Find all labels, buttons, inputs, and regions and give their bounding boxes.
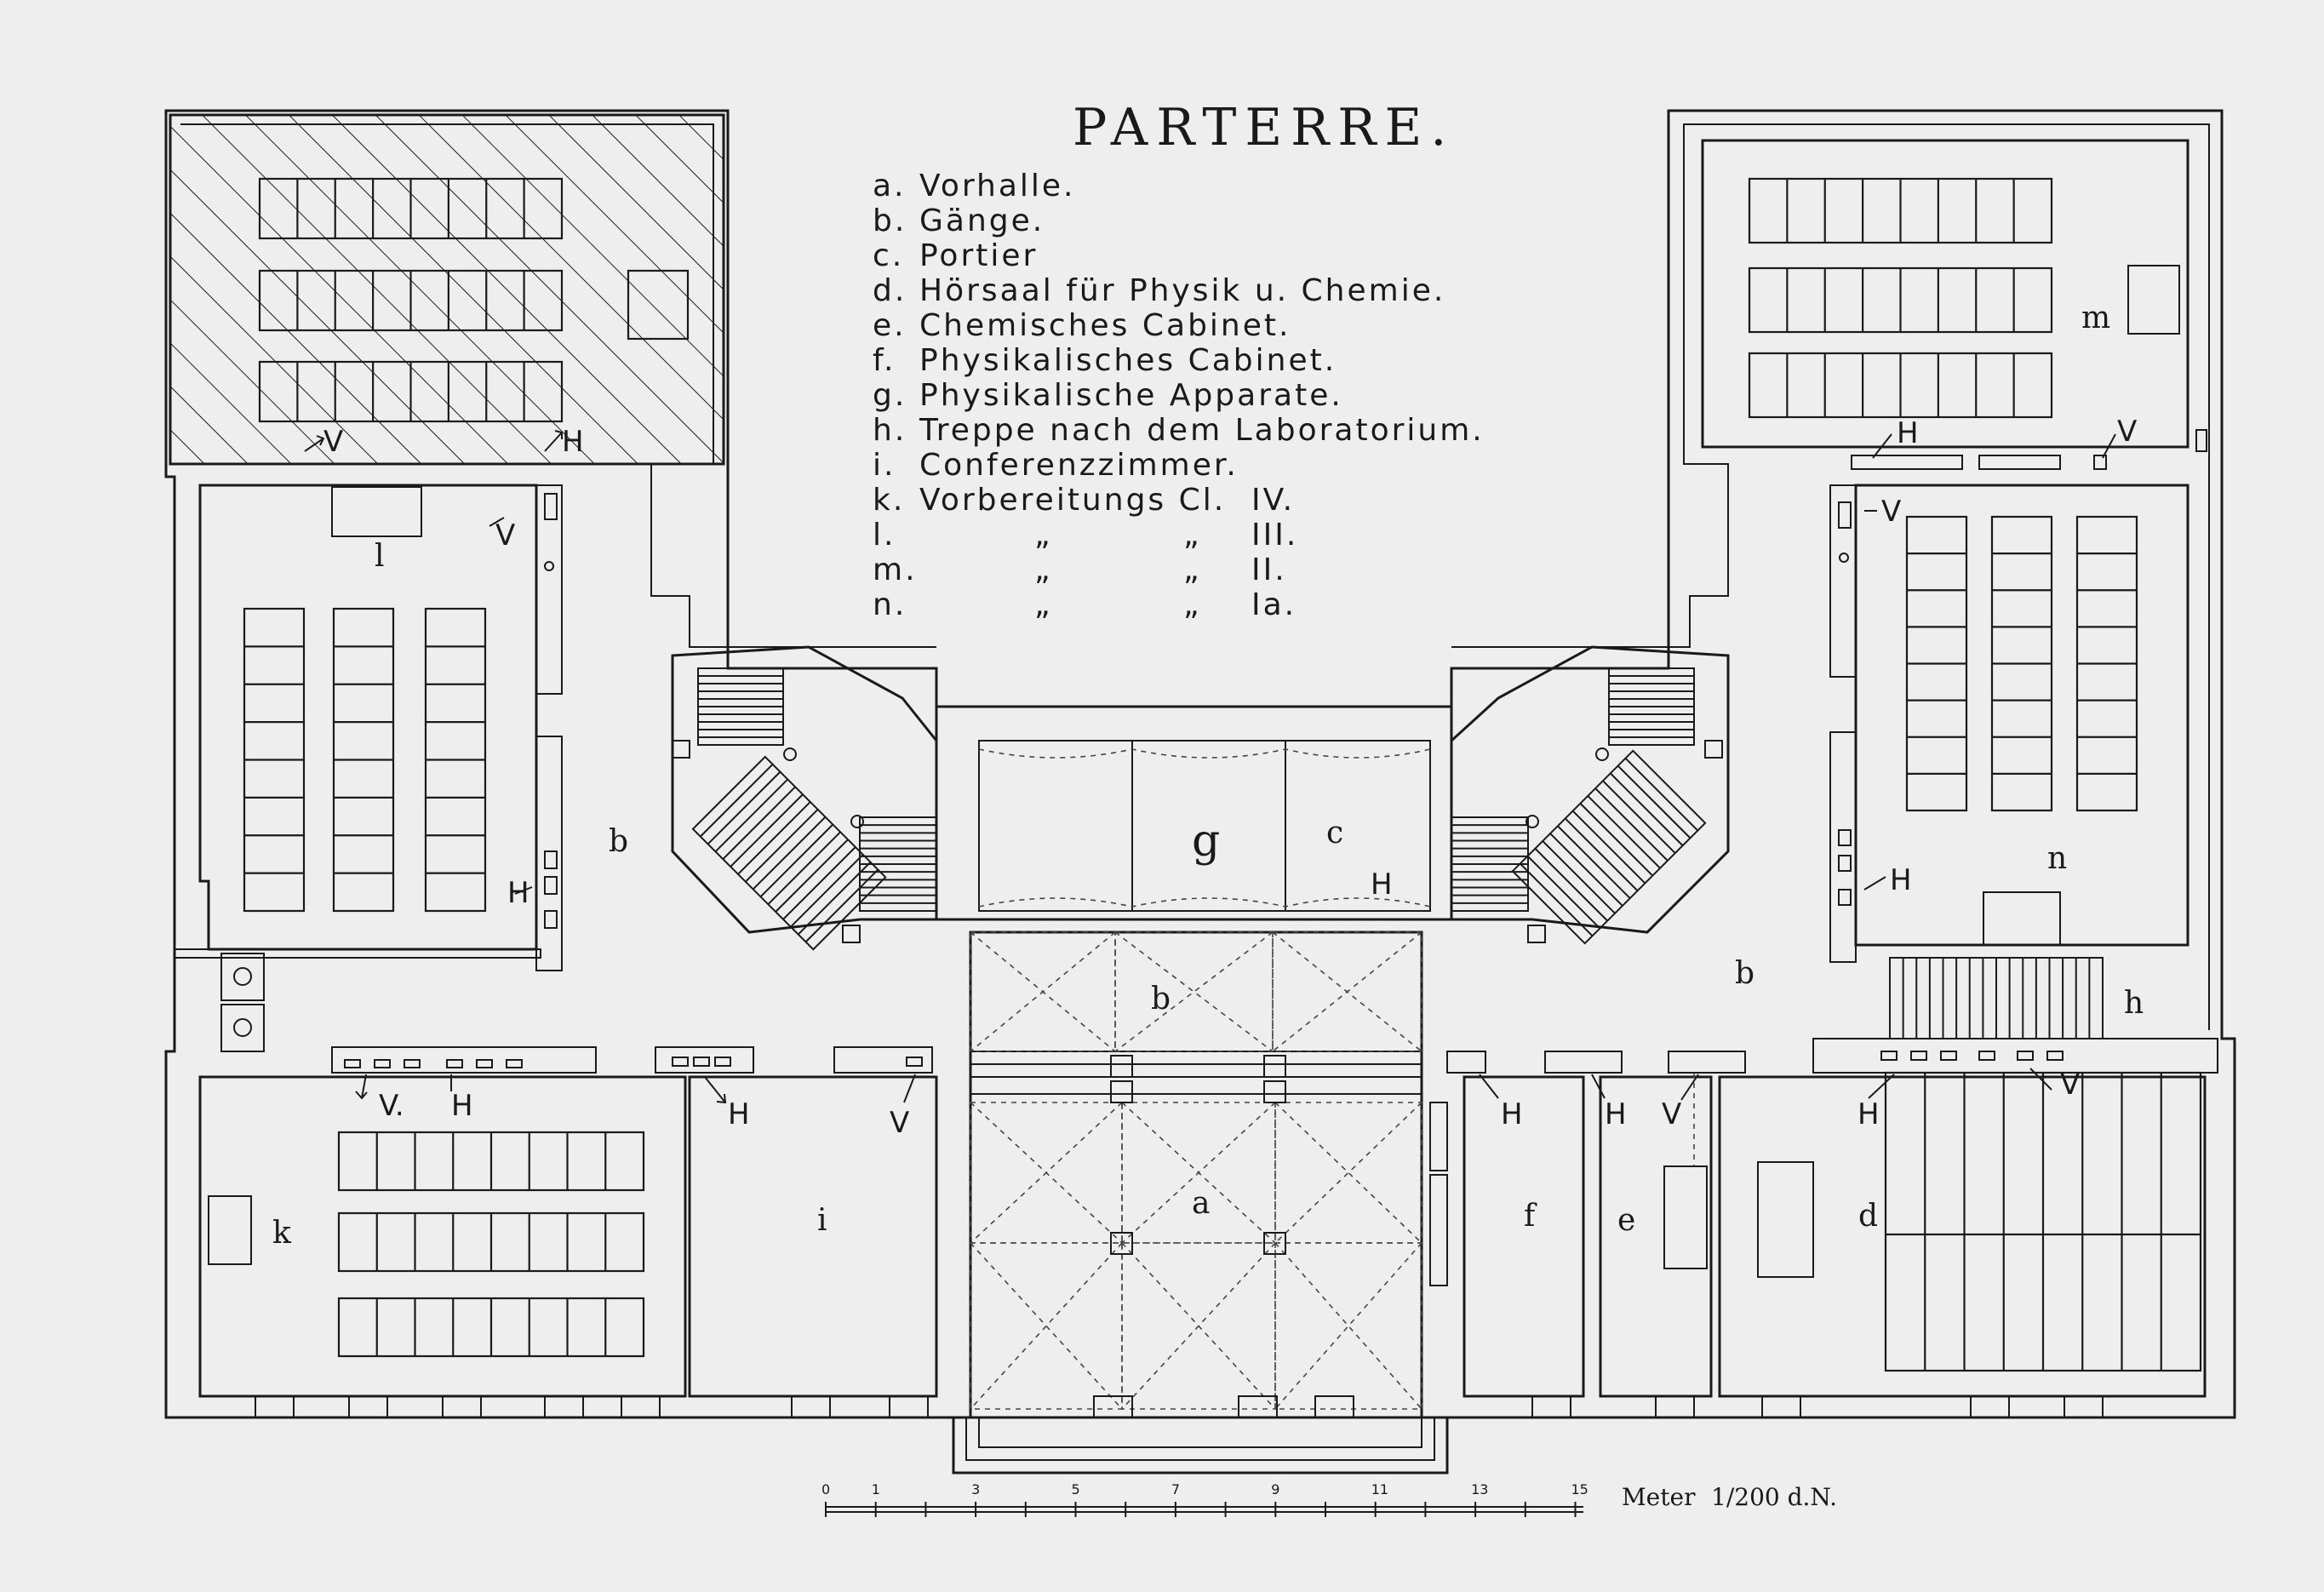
legend-key: m.	[873, 553, 918, 587]
stair-right	[1450, 645, 1730, 945]
label-b-right: b	[1735, 956, 1754, 991]
svg-text:V: V	[890, 1106, 909, 1140]
legend-text: „	[1034, 518, 1053, 553]
legend-text: Hörsaal für Physik u. Chemie.	[919, 273, 1445, 308]
legend-key: g.	[873, 378, 907, 413]
scale-tick-label: 13	[1471, 1481, 1488, 1498]
legend-text: Vorhalle.	[919, 169, 1076, 203]
legend-text: Treppe nach dem Laboratorium.	[919, 413, 1485, 448]
facade-piers	[255, 1395, 2104, 1417]
legend-key: i.	[873, 448, 896, 483]
label-a: a	[1192, 1186, 1210, 1221]
legend: a. Vorhalle. b. Gänge. c. Portier d. Hörsaal fü…	[873, 169, 1485, 622]
label-c: c	[1326, 816, 1343, 850]
room-f	[1446, 1051, 1585, 1398]
label-h: h	[2124, 986, 2144, 1021]
stair-h	[1812, 957, 2218, 1074]
legend-ditto: „	[1183, 587, 1202, 622]
scale-tick-label: 11	[1371, 1481, 1388, 1498]
scale-tick-label: 9	[1271, 1481, 1279, 1498]
svg-text:H: H	[1371, 868, 1393, 902]
label-b-center: b	[1151, 982, 1171, 1016]
legend-key: d.	[873, 273, 907, 308]
label-n: n	[2047, 841, 2067, 876]
room-l	[169, 113, 725, 466]
svg-text:V: V	[495, 518, 515, 553]
legend-class: Ia.	[1251, 587, 1297, 622]
legend-key: e.	[873, 308, 907, 343]
legend-text: Physikalisches Cabinet.	[919, 343, 1337, 378]
label-d: d	[1858, 1199, 1878, 1234]
svg-text:H: H	[451, 1089, 473, 1123]
scale-tick-label: 1	[872, 1481, 880, 1498]
scale-tick-label: 15	[1571, 1481, 1588, 1498]
legend-key: f.	[873, 343, 896, 378]
legend-text: Chemisches Cabinet.	[919, 308, 1291, 343]
svg-text:H: H	[562, 425, 584, 459]
legend-text: Physikalische Apparate.	[919, 378, 1343, 413]
heat-vent-markers: V H V H V. H H V H H H V H V V H H V	[304, 415, 2137, 1140]
vestibule-a	[969, 931, 1448, 1419]
legend-key: h.	[873, 413, 907, 448]
svg-text:H: H	[1501, 1097, 1523, 1131]
legend-key: c.	[873, 238, 904, 273]
legend-text: „	[1034, 553, 1053, 587]
label-k: k	[272, 1216, 292, 1251]
room-k	[174, 948, 687, 1398]
svg-text:H: H	[1857, 1097, 1880, 1131]
plan-title: PARTERRE.	[1073, 98, 1455, 157]
scale-tick-label: 3	[971, 1481, 980, 1498]
svg-text:V: V	[2060, 1068, 2080, 1102]
legend-key: a.	[873, 169, 907, 203]
legend-text: Vorbereitungs Cl.	[919, 483, 1226, 518]
legend-class: III.	[1251, 518, 1298, 553]
label-e: e	[1617, 1203, 1635, 1238]
label-f: f	[1524, 1199, 1537, 1234]
label-l: l	[375, 539, 385, 574]
legend-text: Conferenzzimmer.	[919, 448, 1239, 483]
scale-tick-label: 5	[1072, 1481, 1080, 1498]
legend-key: n.	[873, 587, 907, 622]
room-e	[1544, 1051, 1746, 1398]
label-g: g	[1192, 816, 1220, 867]
scale-unit: Meter	[1622, 1483, 1696, 1511]
svg-text:V: V	[2117, 415, 2137, 449]
svg-text:H: H	[1897, 416, 1919, 450]
svg-text:V: V	[1881, 495, 1901, 529]
legend-class: II.	[1251, 553, 1287, 587]
svg-text:H: H	[1890, 863, 1912, 897]
legend-key: k.	[873, 483, 905, 518]
room-n	[1829, 484, 2189, 963]
svg-text:V.: V.	[379, 1089, 404, 1123]
legend-text: Portier	[919, 238, 1038, 273]
svg-text:H: H	[728, 1097, 750, 1131]
legend-key: b.	[873, 203, 907, 238]
scale-tick-label: 7	[1171, 1481, 1180, 1498]
room-i	[655, 1046, 938, 1398]
label-i: i	[817, 1203, 827, 1238]
scale-tick-label: 0	[821, 1481, 830, 1498]
legend-ditto: „	[1183, 518, 1202, 553]
label-m: m	[2081, 301, 2110, 335]
stair-left	[671, 645, 938, 951]
legend-text: Gänge.	[919, 203, 1045, 238]
legend-ditto: „	[1183, 553, 1202, 587]
legend-class: IV.	[1251, 483, 1295, 518]
legend-key: l.	[873, 518, 896, 553]
legend-text: „	[1034, 587, 1053, 622]
svg-text:V: V	[323, 425, 343, 459]
room-d	[1718, 1071, 2207, 1398]
svg-text:V: V	[1662, 1097, 1681, 1131]
scale-ratio: 1/200 d.N.	[1711, 1483, 1837, 1511]
svg-text:H: H	[1605, 1097, 1627, 1131]
room-m	[1701, 139, 2207, 470]
label-b-left: b	[609, 824, 628, 859]
